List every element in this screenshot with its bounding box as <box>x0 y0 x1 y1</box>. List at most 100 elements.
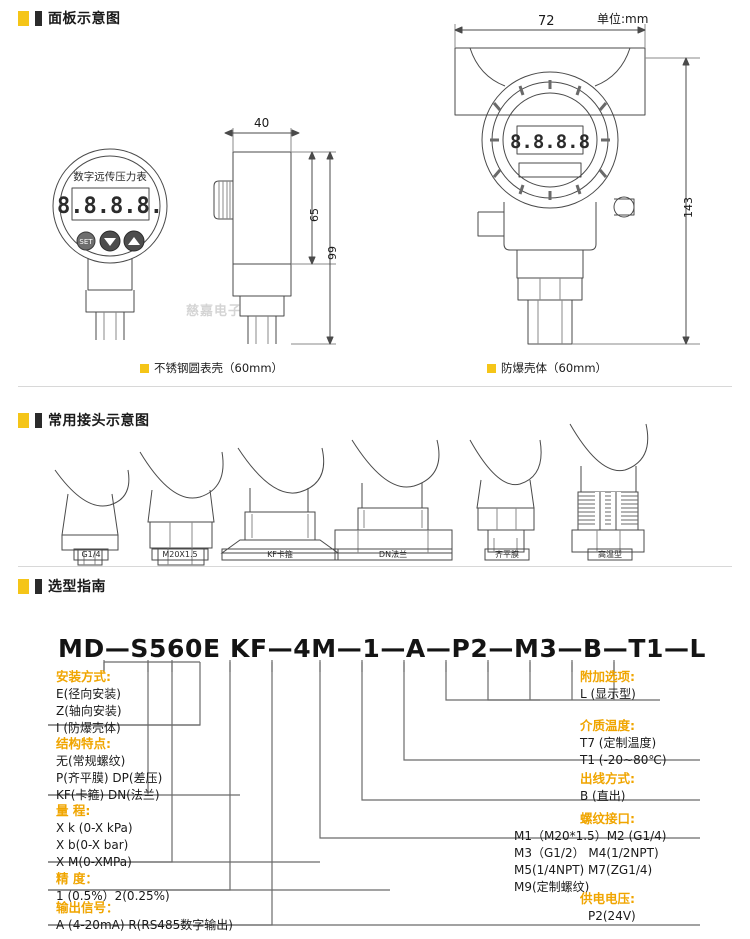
legend-line: M5(1/4NPT) M7(ZG1/4) <box>514 863 653 878</box>
conn5-bell <box>469 439 542 486</box>
conn6-cooling-fins <box>577 491 639 531</box>
legend-line: B (直出) <box>580 789 626 803</box>
legend-title: 精 度： <box>56 871 98 886</box>
gauge-display-digits: 8.8.8.8. <box>57 194 163 219</box>
legend-line: T7 (定制温度) <box>580 736 657 750</box>
exp-display-bezel <box>516 125 584 155</box>
caption-explosion: 防爆壳体（60mm） <box>487 360 607 376</box>
dim-99-arrow-top <box>326 151 334 160</box>
conn2-hex <box>149 521 213 549</box>
conn6-hex-facet <box>596 530 621 552</box>
yellow-square-icon <box>487 363 496 373</box>
set-button <box>76 231 96 251</box>
exp-thread-lines <box>537 300 563 344</box>
legend-range: 量 程: X k (0-X kPa) X b(0-X bar) X M(0-XM… <box>56 800 306 871</box>
dim-143-arrow-bot <box>682 336 690 345</box>
legend-supply-voltage: 供电电压: P2(24V) <box>580 888 750 925</box>
dark-marker-icon <box>35 412 42 428</box>
legend-medium-temp: 介质温度: T7 (定制温度) T1 (-20~80℃) <box>580 715 750 769</box>
legend-title: 量 程: <box>56 803 91 818</box>
gauge-face-label: 数字远传压力表 <box>73 170 147 183</box>
exp-lower-plate <box>518 162 582 178</box>
conn3-clamp <box>244 511 316 541</box>
connector-label-4: 齐平膜 <box>495 549 519 559</box>
section-header-panel: 面板示意图 <box>18 8 121 28</box>
caption-stainless-label: 不锈钢圆表壳（60mm） <box>154 361 284 375</box>
dim-40-arrow-right <box>291 129 300 137</box>
legend-title: 结构特点: <box>56 736 111 751</box>
legend-structure: 结构特点: 无(常规螺纹) P(齐平膜) DP(差压) KF(卡箍) DN(法兰… <box>56 733 306 804</box>
dim-65-arrow-bot <box>308 256 316 265</box>
conn5-taper <box>476 479 535 509</box>
legend-line: T1 (-20~80℃) <box>580 753 667 768</box>
conn1-taper <box>61 493 119 536</box>
conn4-flange-split <box>357 530 429 553</box>
conn4-hub <box>357 507 429 531</box>
legend-line: X b(0-X bar) <box>56 838 129 853</box>
legend-line: E(径向安装) <box>56 687 121 701</box>
section-header-connector: 常用接头示意图 <box>18 410 150 430</box>
conn2-taper <box>147 489 215 523</box>
dim-99-arrow-bot <box>326 336 334 345</box>
legend-thread: 螺纹接口: M1（M20*1.5）M2 (G1/4) M3（G1/2） M4(1… <box>514 808 750 896</box>
side-hex <box>239 296 285 317</box>
dim-label-65: 65 <box>308 208 321 222</box>
gauge-display-bezel <box>71 187 150 221</box>
conn6-fin-lines <box>578 495 638 525</box>
dim-label-99: 99 <box>326 246 339 260</box>
exp-outer-ring <box>481 71 619 209</box>
legend-line: X M(0-XMPa) <box>56 855 132 870</box>
legend-mounting: 安装方式: E(径向安装) Z(轴向安装) I (防爆壳体) <box>56 666 306 737</box>
gauge-stem <box>87 258 133 291</box>
dark-marker-icon <box>35 10 42 26</box>
legend-line: M1（M20*1.5）M2 (G1/4) <box>514 829 667 843</box>
legend-line: KF(卡箍) DN(法兰) <box>56 788 160 803</box>
section-header-selection: 选型指南 <box>18 576 106 596</box>
side-connector-knurl <box>218 181 231 219</box>
gauge-buttons[interactable]: SET <box>76 230 145 252</box>
leader-outlet-run <box>361 662 452 801</box>
conn4-flange <box>334 529 453 554</box>
legend-line: X k (0-X kPa) <box>56 821 133 835</box>
exp-bracket-curve-right <box>594 47 631 87</box>
exp-neck <box>516 249 584 279</box>
unit-note: 单位:mm <box>597 12 649 26</box>
legend-title: 出线方式: <box>580 771 635 786</box>
conn4-neck <box>361 483 423 508</box>
dim-65-arrow-top <box>308 151 316 160</box>
exp-lower-housing <box>503 202 597 251</box>
conn1-thread-lines <box>83 550 96 565</box>
connector-label-3: DN法兰 <box>379 549 407 559</box>
legend-line: P2(24V) <box>588 909 636 923</box>
dim-72-arrow-right <box>637 26 646 34</box>
connector-label-0: G1/4 <box>81 550 100 559</box>
dim-40-arrow-left <box>224 129 233 137</box>
gauge-inner-ring <box>59 155 161 257</box>
side-body <box>232 151 292 265</box>
gauge-thread-inner <box>103 312 117 340</box>
leader-thread-run <box>319 662 452 839</box>
dim-label-143: 143 <box>682 197 695 218</box>
conn6-neck <box>580 466 637 492</box>
gauge-hex-nut <box>85 290 135 313</box>
up-arrow-icon <box>128 237 140 245</box>
legend-title: 供电电压: <box>580 891 635 906</box>
exp-bracket-curve-left <box>469 47 506 87</box>
leader-option-run2 <box>487 662 540 701</box>
gauge-outer-ring <box>52 148 168 264</box>
legend-line: 无(常规螺纹) <box>56 754 126 768</box>
legend-output: 输出信号： A (4-20mA) R(RS485数字输出) <box>56 897 416 934</box>
section-title-selection: 选型指南 <box>48 579 106 595</box>
exp-bracket <box>454 47 646 116</box>
conn3-clamp-inner <box>251 514 309 538</box>
conn1-body <box>61 535 119 551</box>
exp-hex-facet <box>539 278 561 300</box>
side-thread-inner <box>255 316 269 344</box>
exp-mid-ring <box>491 81 609 199</box>
conn4-label-box <box>334 548 453 561</box>
exp-left-nipple <box>477 211 504 237</box>
conn1-label-box <box>73 548 109 561</box>
conn4-bell <box>351 439 440 488</box>
conn5-thread-lines <box>493 538 518 552</box>
conn1-bell <box>54 469 130 507</box>
